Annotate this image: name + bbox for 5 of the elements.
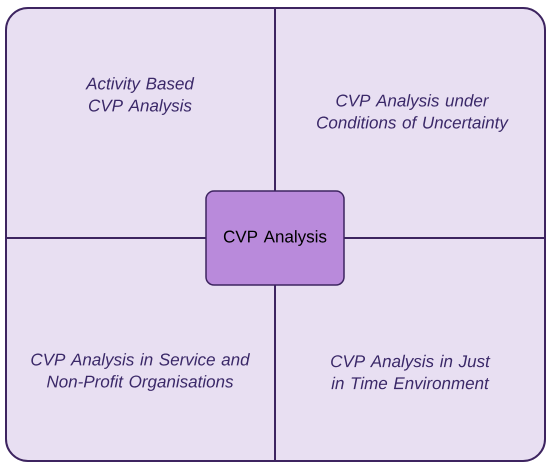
quadrant-label: CVP Analysis under Conditions of Uncertainty xyxy=(317,94,509,132)
center-box: CVP Analysis xyxy=(205,190,345,286)
quadrant-label: CVP Analysis in Just in Time Environment xyxy=(331,354,490,390)
quadrant-label: Activity Based CVP Analysis xyxy=(85,77,194,115)
quadrant-label: CVP Analysis in Service and Non-Profit Organisations xyxy=(31,353,250,391)
